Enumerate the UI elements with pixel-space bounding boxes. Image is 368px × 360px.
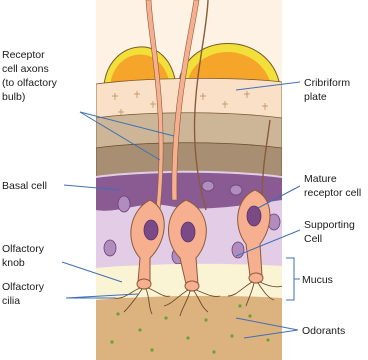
receptor-axons-label: Receptor cell axons (to olfactory bulb) (2, 49, 60, 103)
olfactory-knob-label: Olfactory knob (2, 243, 47, 269)
olfactory-cilia-label: Olfactory cilia (2, 281, 47, 307)
cribriform-plate-label: Cribriform plate (304, 77, 353, 103)
odorant-zone (96, 296, 282, 360)
supporting-cell-label: Supporting Cell (304, 219, 358, 245)
odorants-label: Odorants (302, 325, 345, 337)
mature-receptor-cell-label: Mature receptor cell (304, 173, 361, 199)
basal-cell-label: Basal cell (2, 180, 47, 192)
tissue-panel (96, 0, 282, 360)
mucus-label: Mucus (302, 274, 333, 286)
